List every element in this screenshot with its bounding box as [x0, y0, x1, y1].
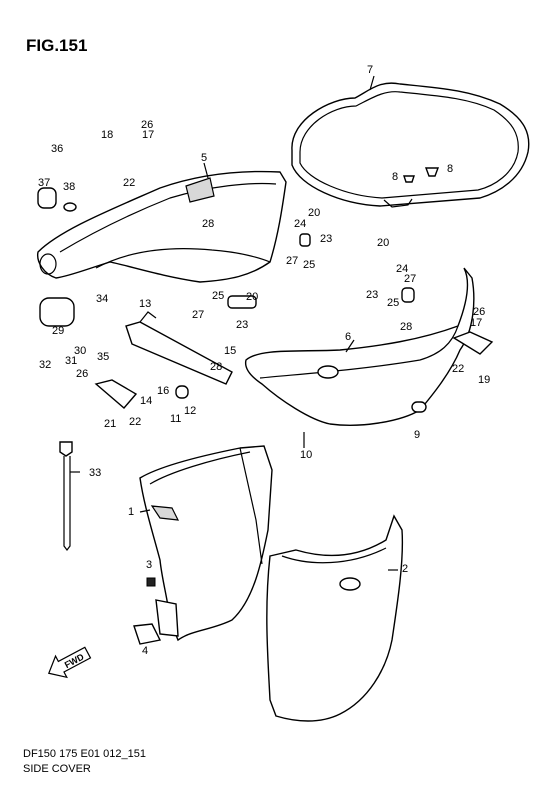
callout-24-upper: 24: [294, 218, 306, 230]
forward-direction-arrow: FWD: [47, 646, 92, 679]
callout-25-right: 25: [387, 297, 399, 309]
callout-6: 6: [345, 331, 351, 343]
part-11-grommet: [175, 385, 189, 399]
part-5-upper-cover: [37, 170, 287, 283]
callout-19: 19: [478, 374, 490, 386]
callout-22-upper: 22: [123, 177, 135, 189]
callout-38: 38: [63, 181, 75, 193]
callout-20-right: 20: [377, 237, 389, 249]
callout-26-left: 26: [76, 368, 88, 380]
part-3-bolt: [146, 577, 156, 587]
callout-2: 2: [402, 563, 408, 575]
callout-16: 16: [157, 385, 169, 397]
callout-33: 33: [89, 467, 101, 479]
callout-8-right: 8: [447, 163, 453, 175]
callout-5: 5: [201, 152, 207, 164]
callout-25-upper: 25: [303, 259, 315, 271]
figure-name: SIDE COVER: [23, 763, 91, 775]
part-7-seal: [291, 82, 530, 208]
part-4-bracket: [133, 623, 162, 645]
callout-20-upper: 20: [308, 207, 320, 219]
callout-34: 34: [96, 293, 108, 305]
part-2-right-cover: [266, 514, 404, 722]
callout-17-upper: 17: [142, 129, 154, 141]
callout-20-mid: 20: [246, 291, 258, 303]
callout-14: 14: [140, 395, 152, 407]
callout-23-mid: 23: [236, 319, 248, 331]
callout-27-right: 27: [404, 273, 416, 285]
callout-35: 35: [97, 351, 109, 363]
callout-9: 9: [414, 429, 420, 441]
callout-1: 1: [128, 506, 134, 518]
part-33-cable-tie: [59, 441, 73, 551]
callout-23-upper: 23: [320, 233, 332, 245]
small-components: [37, 187, 494, 645]
callout-22-lower: 22: [129, 416, 141, 428]
callout-10: 10: [300, 449, 312, 461]
callout-18: 18: [101, 129, 113, 141]
part-22-latch: [452, 331, 494, 355]
callout-28-mid: 28: [210, 361, 222, 373]
part-27-grommet: [401, 287, 415, 303]
part-20-hook: [227, 295, 257, 309]
callout-21: 21: [104, 418, 116, 430]
part-21-latch: [94, 379, 138, 409]
callout-12: 12: [184, 405, 196, 417]
part-number-callouts: 1 2 3 4 5 6 7 8 8 9 10 11 12 13 14 15 16…: [38, 64, 490, 657]
part-9-plug: [411, 401, 427, 413]
callout-15: 15: [224, 345, 236, 357]
part-29-cap: [39, 297, 75, 327]
callout-29: 29: [52, 325, 64, 337]
part-6-right-cover: [244, 267, 475, 426]
part-37-plug: [37, 187, 57, 209]
callout-30: 30: [74, 345, 86, 357]
part-24-clip: [299, 233, 311, 247]
callout-28-right: 28: [400, 321, 412, 333]
callout-23-right: 23: [366, 289, 378, 301]
callout-4: 4: [142, 645, 148, 657]
part-13-bracket: [125, 311, 233, 385]
callout-36: 36: [51, 143, 63, 155]
callout-7: 7: [367, 64, 373, 76]
figure-code: DF150 175 E01 012_151: [23, 748, 146, 760]
callout-25-mid: 25: [212, 290, 224, 302]
callout-8-left: 8: [392, 171, 398, 183]
part-1-left-cover: [139, 445, 273, 642]
callout-28-upper: 28: [202, 218, 214, 230]
callout-3: 3: [146, 559, 152, 571]
callout-32: 32: [39, 359, 51, 371]
callout-37: 37: [38, 177, 50, 189]
callout-26-upper: 26: [141, 119, 153, 131]
callout-11: 11: [170, 413, 181, 425]
part-8-grommets: [403, 167, 440, 183]
callout-27-upper: 27: [286, 255, 298, 267]
leader-lines: [70, 75, 398, 571]
part-38-clip: [63, 202, 77, 212]
callout-13: 13: [139, 298, 151, 310]
callout-22-right: 22: [452, 363, 464, 375]
figure-title: FIG.151: [26, 36, 88, 55]
callout-17-right: 17: [470, 317, 482, 329]
callout-26-right: 26: [473, 306, 485, 318]
callout-27-mid: 27: [192, 309, 204, 321]
callout-31: 31: [65, 355, 77, 367]
callout-24-right: 24: [396, 263, 408, 275]
